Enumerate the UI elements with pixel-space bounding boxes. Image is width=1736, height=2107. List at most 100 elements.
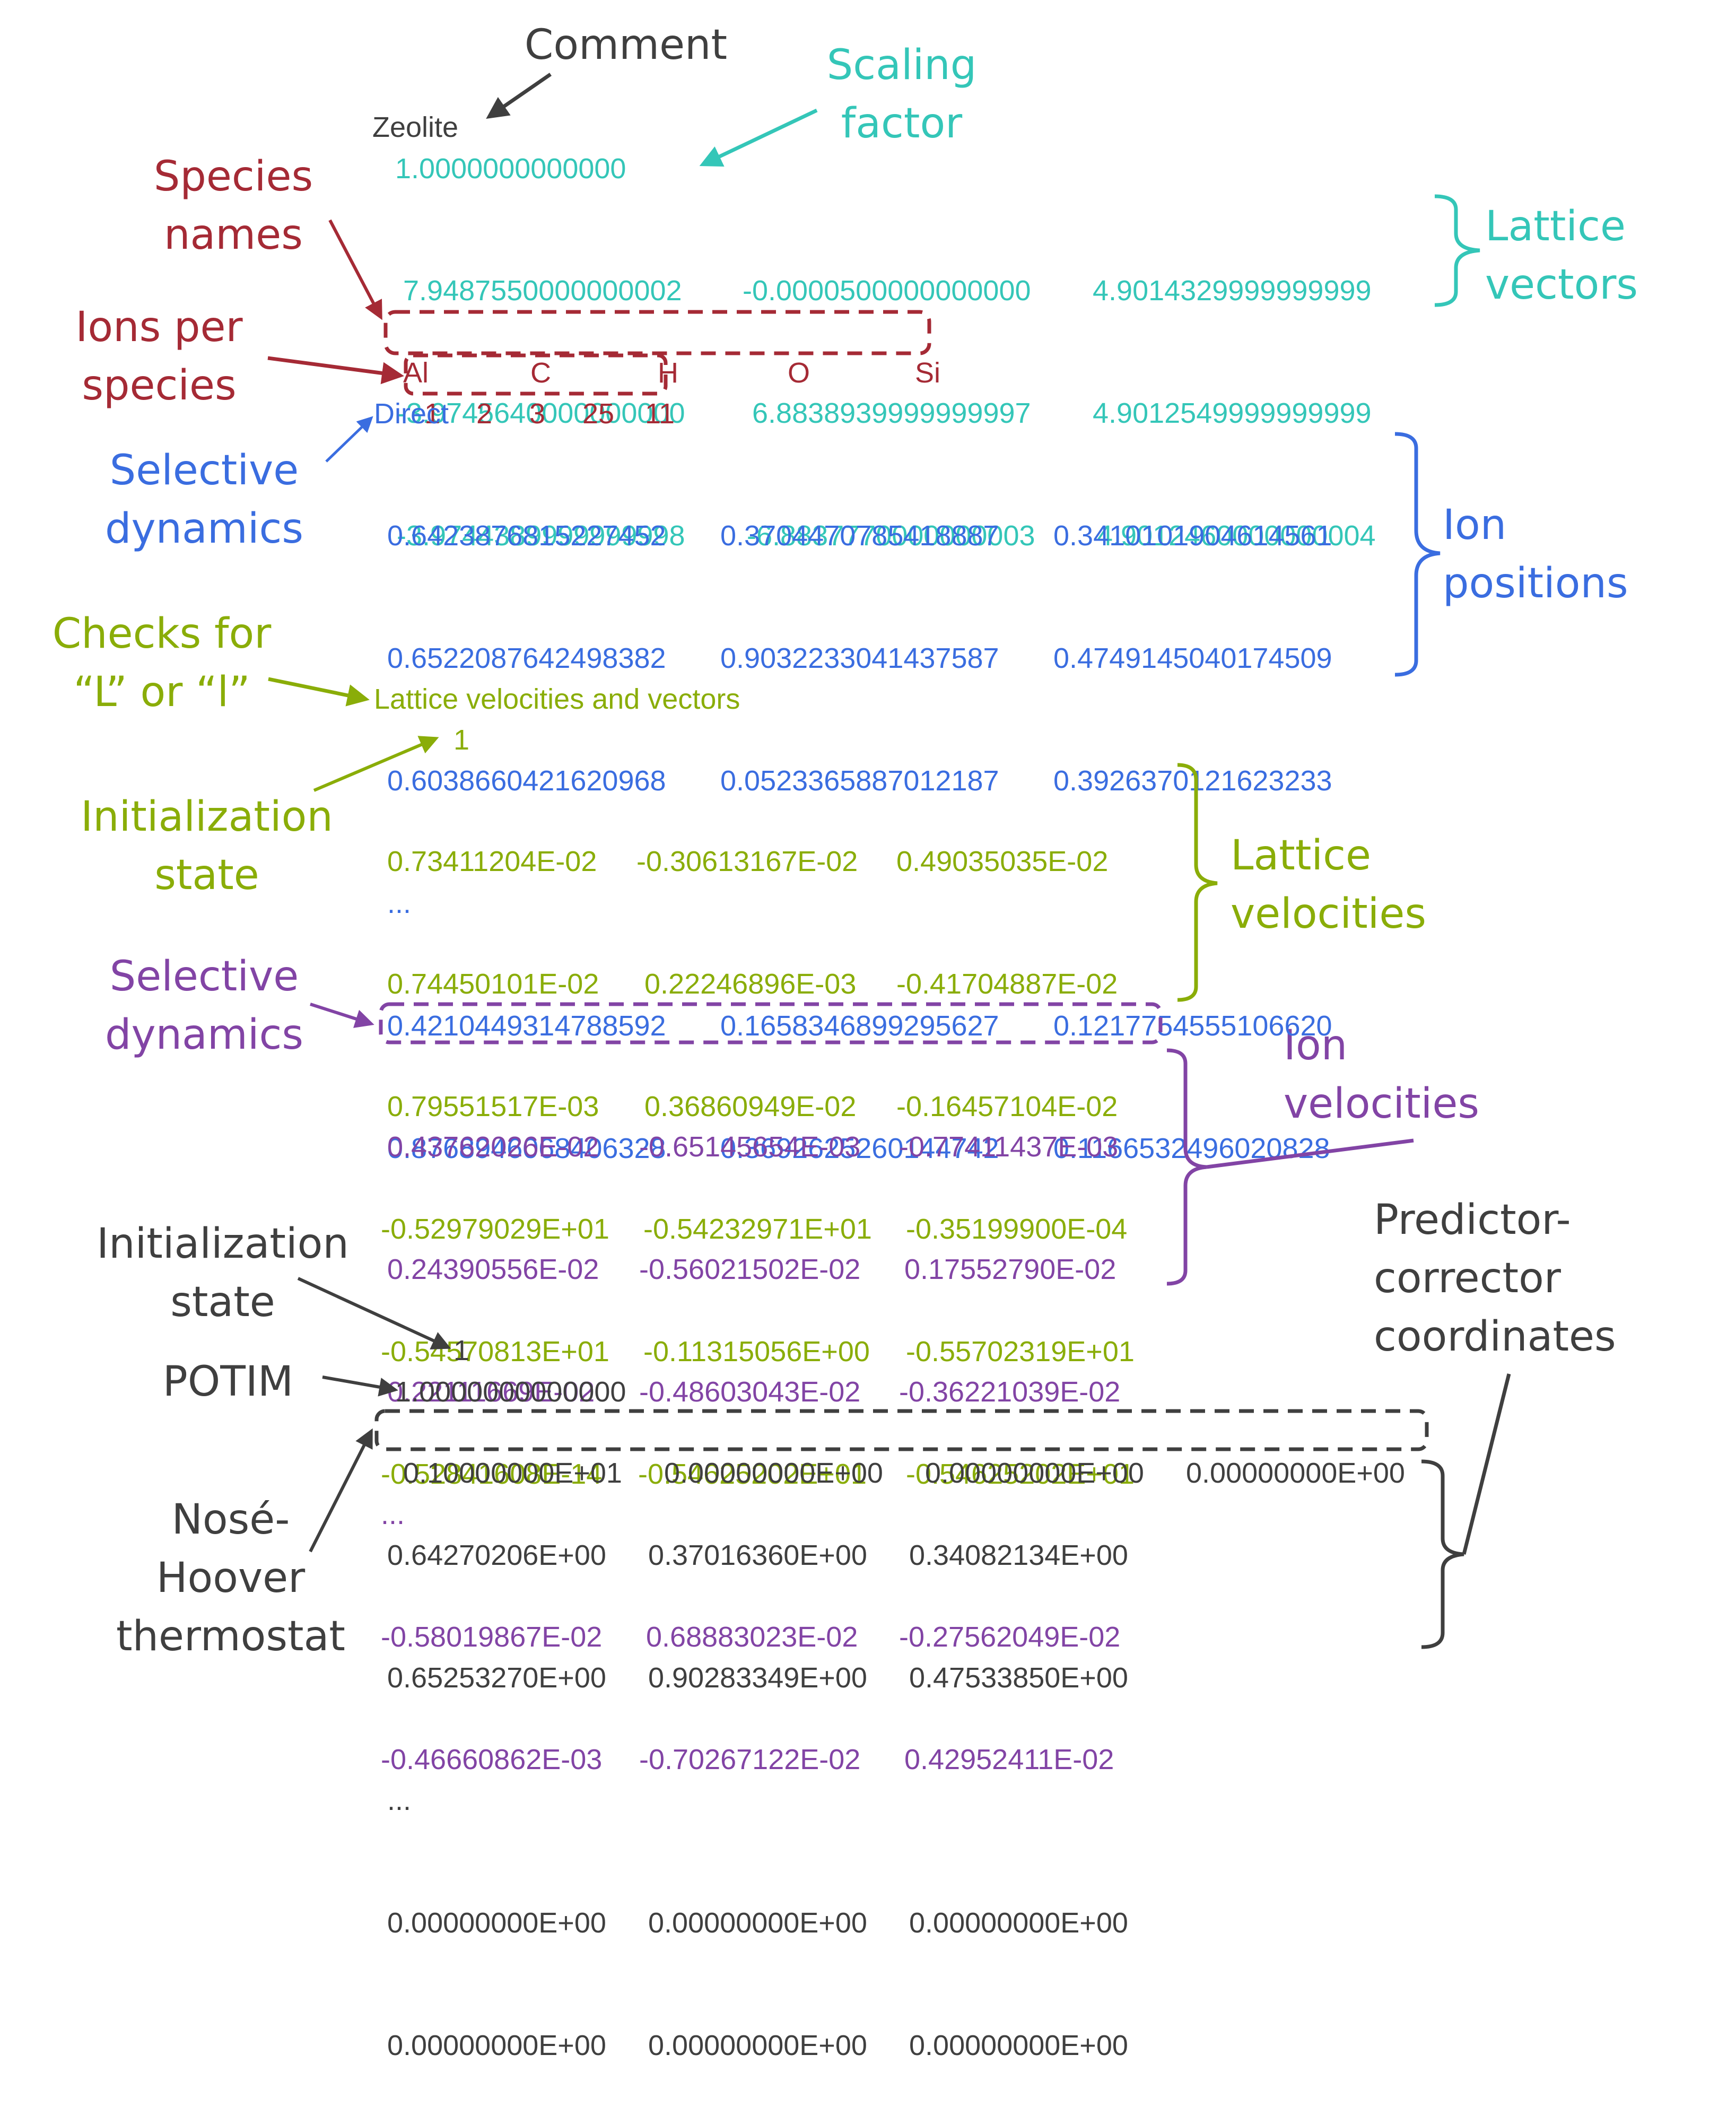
file-potim: 1.0000000000000 bbox=[395, 1376, 626, 1408]
ion-count: 3 bbox=[529, 398, 546, 430]
label-line: velocities bbox=[1284, 1080, 1479, 1128]
pc-ellipsis: ... bbox=[387, 1784, 412, 1816]
label-line: Selective bbox=[109, 953, 299, 1000]
label-initialization-state-lattice: Initialization state bbox=[69, 788, 345, 904]
label-line: Selective bbox=[109, 447, 299, 494]
annotation-overlay bbox=[267, 73, 1511, 1649]
brace-predictor-corrector bbox=[1421, 1459, 1464, 1649]
ion-count: 25 bbox=[582, 398, 615, 430]
ion-count: 2 bbox=[476, 398, 493, 430]
arrow-initialization-state-pc bbox=[297, 1277, 451, 1349]
ion-velocity-row: 0.22111669E-02-0.48603043E-02-0.36221039… bbox=[387, 1376, 1121, 1408]
lattice-velocity-row: -0.52841608E-14-0.54625202E+01-0.5462520… bbox=[381, 1458, 1135, 1490]
file-lattice-init: 1 bbox=[453, 724, 470, 756]
label-ion-velocities: Ion velocities bbox=[1284, 1016, 1506, 1133]
label-nose-hoover: Nosé- Hoover thermostat bbox=[95, 1491, 366, 1666]
label-line: positions bbox=[1443, 560, 1628, 607]
nose-hoover-value: 0.00000000E+00 bbox=[925, 1457, 1144, 1489]
label-line: dynamics bbox=[104, 1011, 304, 1059]
label-line: factor bbox=[841, 100, 963, 147]
label-line: corrector bbox=[1374, 1255, 1561, 1302]
label-line: velocities bbox=[1231, 890, 1426, 938]
position-ellipsis: ... bbox=[387, 887, 412, 919]
arrow-scaling-factor bbox=[699, 108, 818, 167]
arrow-potim bbox=[322, 1375, 398, 1397]
file-comment: Zeolite bbox=[372, 111, 459, 143]
label-line: Predictor- bbox=[1374, 1196, 1571, 1244]
label-line: vectors bbox=[1485, 261, 1638, 309]
label-line: “L” or “l” bbox=[73, 668, 250, 716]
label-line: thermostat bbox=[116, 1613, 345, 1660]
label-line: Hoover bbox=[156, 1554, 306, 1602]
lattice-velocity-row: -0.54570813E+01-0.11315056E+00-0.5570231… bbox=[381, 1336, 1135, 1368]
label-checks-for-l: Checks for “L” or “l” bbox=[37, 605, 286, 721]
nose-hoover-value: 0.10000000E+01 bbox=[403, 1457, 622, 1489]
label-ion-positions: Ion positions bbox=[1443, 496, 1665, 613]
connector-ion-velocities bbox=[1206, 1138, 1414, 1169]
arrow-species-names bbox=[328, 219, 382, 320]
label-line: names bbox=[164, 211, 303, 259]
file-scaling-factor: 1.0000000000000 bbox=[395, 153, 626, 185]
label-scaling-factor: Scaling factor bbox=[796, 36, 1008, 153]
file-ion-velocities: 0.43762026E-02-0.65145654E-03-0.77411437… bbox=[381, 1045, 1120, 1821]
label-line: state bbox=[154, 851, 259, 899]
label-ions-per-species: Ions per species bbox=[48, 298, 271, 415]
label-line: Lattice bbox=[1231, 832, 1371, 880]
arrow-selective-dynamics-positions bbox=[325, 416, 373, 463]
brace-lattice-velocities bbox=[1177, 763, 1218, 1002]
label-lattice-velocities: Lattice velocities bbox=[1231, 826, 1453, 943]
brace-ion-velocities bbox=[1166, 1048, 1207, 1286]
connector-predictor-corrector bbox=[1462, 1373, 1511, 1555]
label-initialization-state-pc: Initialization state bbox=[85, 1215, 361, 1331]
label-line: Scaling bbox=[826, 41, 977, 89]
ion-velocity-row: 0.43762026E-02-0.65145654E-03-0.77411437… bbox=[387, 1131, 1119, 1163]
label-line: Ion bbox=[1284, 1022, 1348, 1069]
file-lattice-header: Lattice velocities and vectors bbox=[374, 683, 740, 715]
label-line: Ion bbox=[1443, 501, 1507, 549]
label-species-names: Species names bbox=[122, 147, 345, 264]
dashed-box-ion-counts bbox=[404, 353, 668, 396]
ion-velocity-ellipsis: ... bbox=[381, 1499, 405, 1530]
label-potim: POTIM bbox=[162, 1358, 294, 1406]
label-line: Initialization bbox=[97, 1220, 349, 1268]
species-name: H bbox=[658, 357, 679, 389]
dashed-box-selective-dynamics-velocities bbox=[379, 1002, 1163, 1044]
brace-ion-positions bbox=[1394, 432, 1441, 677]
label-line: Species bbox=[153, 153, 313, 201]
dashed-box-nose-hoover bbox=[374, 1409, 1429, 1451]
label-selective-dynamics-positions: Selective dynamics bbox=[90, 441, 318, 558]
label-lattice-vectors: Lattice vectors bbox=[1485, 197, 1665, 314]
file-nose-hoover: 0.10000000E+01 0.00000000E+00 0.00000000E+… bbox=[387, 1412, 1405, 1494]
file-pc-init: 1 bbox=[453, 1335, 470, 1366]
arrow-nose-hoover bbox=[309, 1428, 373, 1553]
brace-lattice-vectors bbox=[1434, 194, 1480, 307]
species-name: O bbox=[788, 357, 810, 389]
label-line: species bbox=[82, 362, 237, 410]
label-line: state bbox=[170, 1278, 275, 1326]
label-selective-dynamics-velocities: Selective dynamics bbox=[90, 947, 318, 1064]
lattice-velocity-row: -0.52979029E+01-0.54232971E+01-0.3519990… bbox=[381, 1213, 1128, 1245]
arrow-initialization-state-lattice bbox=[313, 736, 439, 792]
arrow-comment bbox=[486, 73, 552, 119]
nose-hoover-value: 0.00000000E+00 bbox=[664, 1457, 883, 1489]
arrow-selective-dynamics-velocities bbox=[310, 1003, 374, 1028]
label-line: Nosé- bbox=[171, 1496, 290, 1544]
